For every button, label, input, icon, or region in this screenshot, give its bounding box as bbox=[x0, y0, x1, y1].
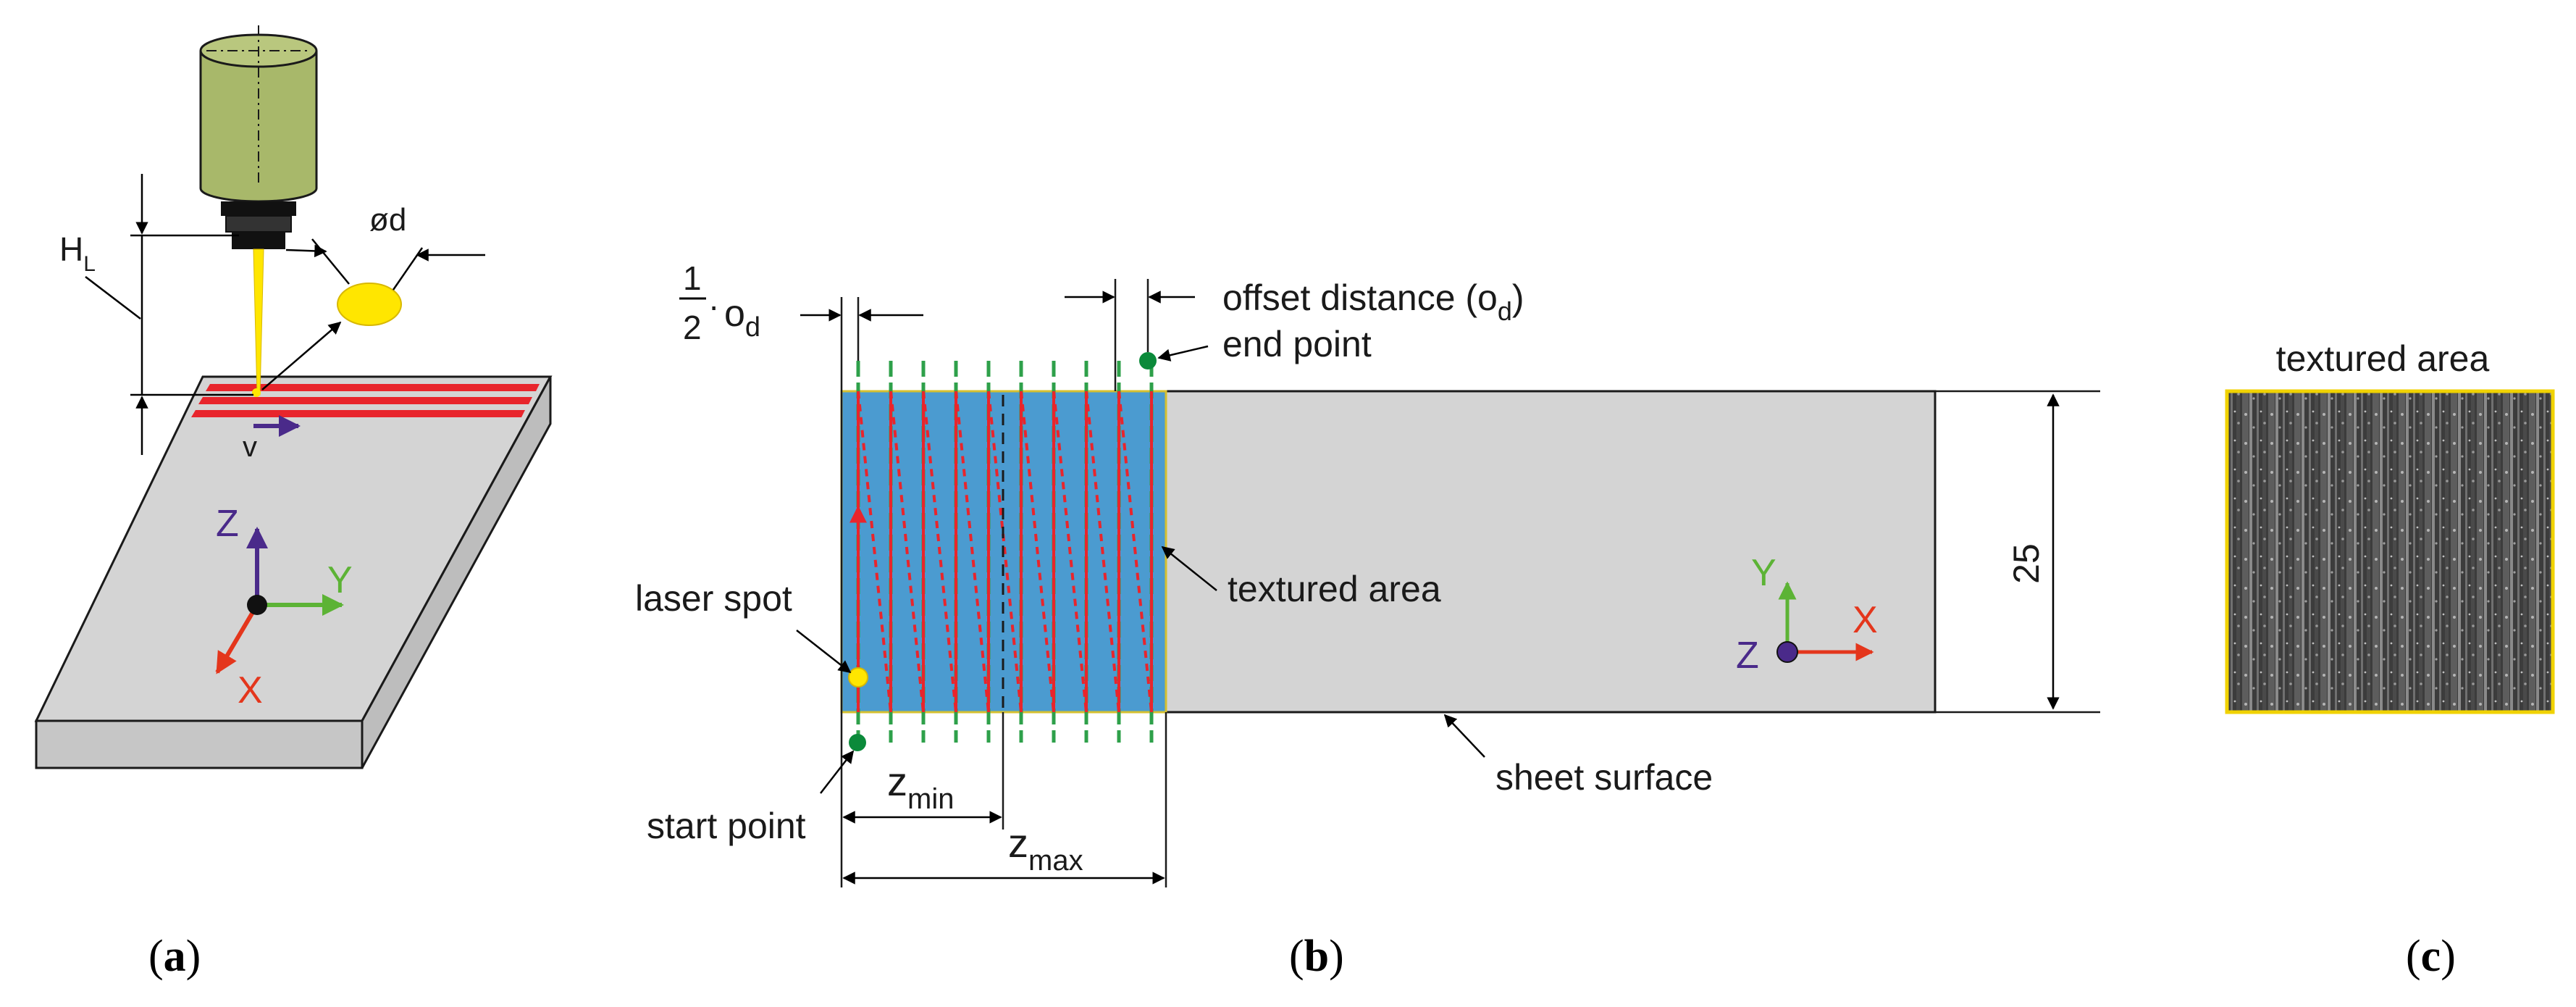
laser-return-line bbox=[1020, 390, 1055, 713]
caption-c: (c) bbox=[2406, 932, 2456, 981]
textured-area-micrograph bbox=[2227, 391, 2553, 712]
zmax-label: zmax bbox=[1008, 820, 1083, 877]
laser-spot-ellipse bbox=[337, 283, 402, 326]
laser-tracks bbox=[191, 384, 540, 417]
caption-b: (b) bbox=[1289, 932, 1344, 981]
start-point-label: start point bbox=[647, 806, 806, 846]
start-point-dot bbox=[849, 734, 866, 751]
panel-c-title: textured area bbox=[2276, 338, 2490, 379]
laser-return-line bbox=[922, 390, 957, 713]
zmin-label: zmin bbox=[887, 759, 954, 815]
svg-text:2: 2 bbox=[683, 309, 702, 346]
sheet-block-icon bbox=[34, 375, 553, 769]
sheet-surface-label: sheet surface bbox=[1495, 757, 1713, 798]
velocity-label: v bbox=[243, 431, 257, 463]
laser-return-line bbox=[857, 390, 892, 713]
laser-return-line bbox=[1085, 390, 1120, 713]
offset-distance-label: offset distance (od) bbox=[1222, 277, 1524, 326]
laser-beam-icon bbox=[253, 248, 264, 396]
start-point-arrow bbox=[820, 750, 855, 794]
svg-text:·: · bbox=[708, 287, 719, 325]
laser-head-icon bbox=[199, 25, 318, 249]
caption-a: (a) bbox=[148, 932, 201, 981]
x-axis-arrow bbox=[215, 603, 259, 674]
laser-return-line bbox=[955, 390, 990, 713]
laser-spot-arrow bbox=[796, 630, 852, 674]
spot-left-extension bbox=[311, 238, 350, 285]
z-axis-label-b: Z bbox=[1736, 635, 1759, 677]
end-point-arrow bbox=[1157, 345, 1209, 362]
x-axis-label-b: X bbox=[1853, 599, 1878, 641]
z-axis-dot-b bbox=[1776, 641, 1798, 663]
y-axis-label-b: Y bbox=[1751, 552, 1776, 594]
laser-return-line bbox=[1052, 390, 1088, 713]
laser-spot-label: laser spot bbox=[635, 578, 792, 619]
z-axis-label: Z bbox=[216, 503, 239, 545]
axis-triad-a: Z Y X bbox=[215, 503, 353, 711]
hl-label: HL bbox=[59, 230, 96, 276]
panel-c: textured area (c) bbox=[2225, 338, 2555, 981]
laser-focus-dot bbox=[252, 388, 261, 397]
laser-spot-dot bbox=[848, 667, 868, 688]
sheet-surface-arrow bbox=[1443, 714, 1485, 758]
panel-b: 1 2 · od offset distance (od) end point … bbox=[635, 259, 2100, 981]
half-offset-label: 1 2 · od bbox=[679, 259, 760, 346]
diameter-label: ød bbox=[369, 202, 406, 238]
spot-leader-arrow bbox=[261, 321, 342, 390]
textured-area-arrow bbox=[1161, 546, 1217, 591]
svg-text:1: 1 bbox=[683, 259, 702, 297]
svg-text:od: od bbox=[724, 293, 760, 343]
width-dimension-label: 25 bbox=[2006, 543, 2047, 584]
end-point-dot bbox=[1139, 352, 1157, 369]
laser-return-line bbox=[1117, 390, 1153, 713]
panel-a: HL ød v Z Y X (a) bbox=[34, 25, 553, 981]
spot-right-extension bbox=[392, 247, 424, 291]
spot-left-arrow bbox=[285, 244, 327, 258]
x-axis-label: X bbox=[238, 669, 263, 711]
axis-triad-b: Y X Z bbox=[1736, 552, 1878, 677]
micrograph-frame bbox=[2225, 389, 2555, 714]
laser-return-line bbox=[987, 390, 1023, 713]
end-point-label: end point bbox=[1222, 324, 1372, 364]
hl-leader bbox=[85, 276, 141, 319]
y-axis-label: Y bbox=[327, 559, 353, 601]
textured-area-label: textured area bbox=[1228, 569, 1441, 609]
laser-path bbox=[849, 390, 1153, 713]
laser-return-line bbox=[889, 390, 925, 713]
origin-dot bbox=[247, 595, 267, 615]
